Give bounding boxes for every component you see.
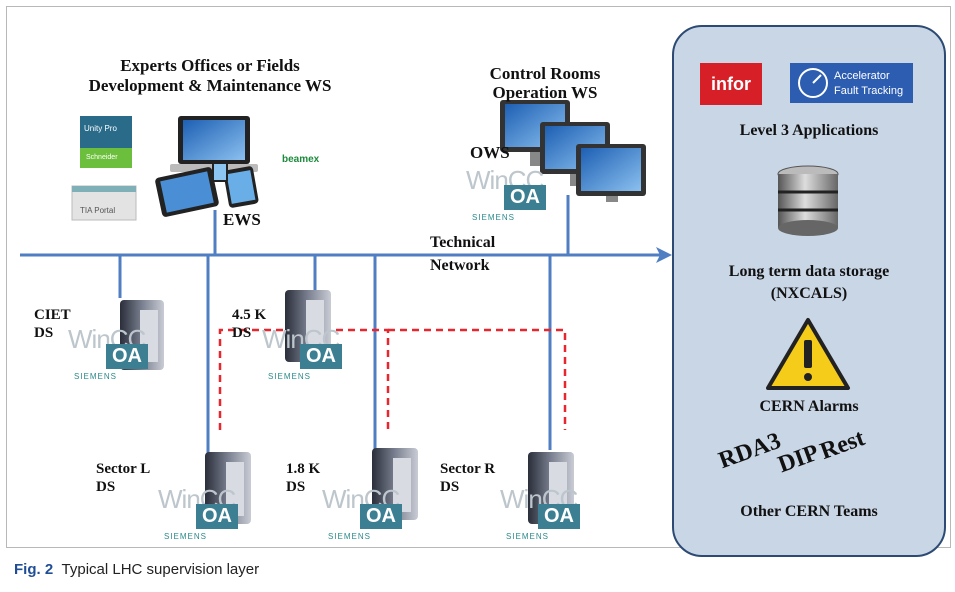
dashed-link-45k-sector-r [388,328,567,430]
unity-pro-label: Unity Pro [84,124,117,133]
experts-title-line1: Experts Offices or Fields [120,56,300,75]
server-label-45k: 4.5 K DS [232,307,267,341]
infor-logo: infor [700,63,762,105]
aft-line1: Accelerator [834,70,890,82]
caption-text: Typical LHC supervision layer [61,561,260,578]
aft-line2: Fault Tracking [834,85,904,97]
tia-portal-label: TIA Portal [80,206,116,215]
control-title-line1: Control Rooms [489,64,601,83]
warning-icon [766,318,850,390]
unity-pro-icon [80,116,132,168]
server-label-sector-r: Sector R DS [440,461,496,495]
caption-label: Fig. 2 [14,561,54,578]
tia-portal-icon [71,185,137,221]
server-label-ciet: CIET DS [34,307,71,341]
ews-label: EWS [223,210,261,229]
gauge-icon [798,68,828,98]
other-teams-label: Other CERN Teams [740,503,878,520]
ews-devices-icon [155,116,259,217]
network-arrow [656,247,672,263]
beamex-logo: beamex [282,154,320,165]
server-label-18k: 1.8 K DS [286,461,321,495]
ows-monitors-icon [500,100,646,202]
network-label-line2: Network [430,257,490,274]
storage-line2: (NXCALS) [770,285,848,302]
figure-caption: Fig. 2 Typical LHC supervision layer [14,561,259,578]
storage-line1: Long term data storage [728,263,890,280]
ows-label: OWS [470,143,510,162]
level3-label: Level 3 Applications [739,122,879,139]
experts-title-line2: Development & Maintenance WS [88,76,332,95]
server-label-sector-l: Sector L DS [96,461,151,495]
alarms-label: CERN Alarms [759,398,859,415]
control-title-line2: Operation WS [492,83,598,102]
schneider-label: Schneider [86,154,118,161]
level3-panel [672,25,946,557]
network-label-line1: Technical [430,234,496,251]
server-18k-icon [372,448,418,520]
aft-logo: Accelerator Fault Tracking [790,63,913,103]
database-icon [777,165,839,236]
